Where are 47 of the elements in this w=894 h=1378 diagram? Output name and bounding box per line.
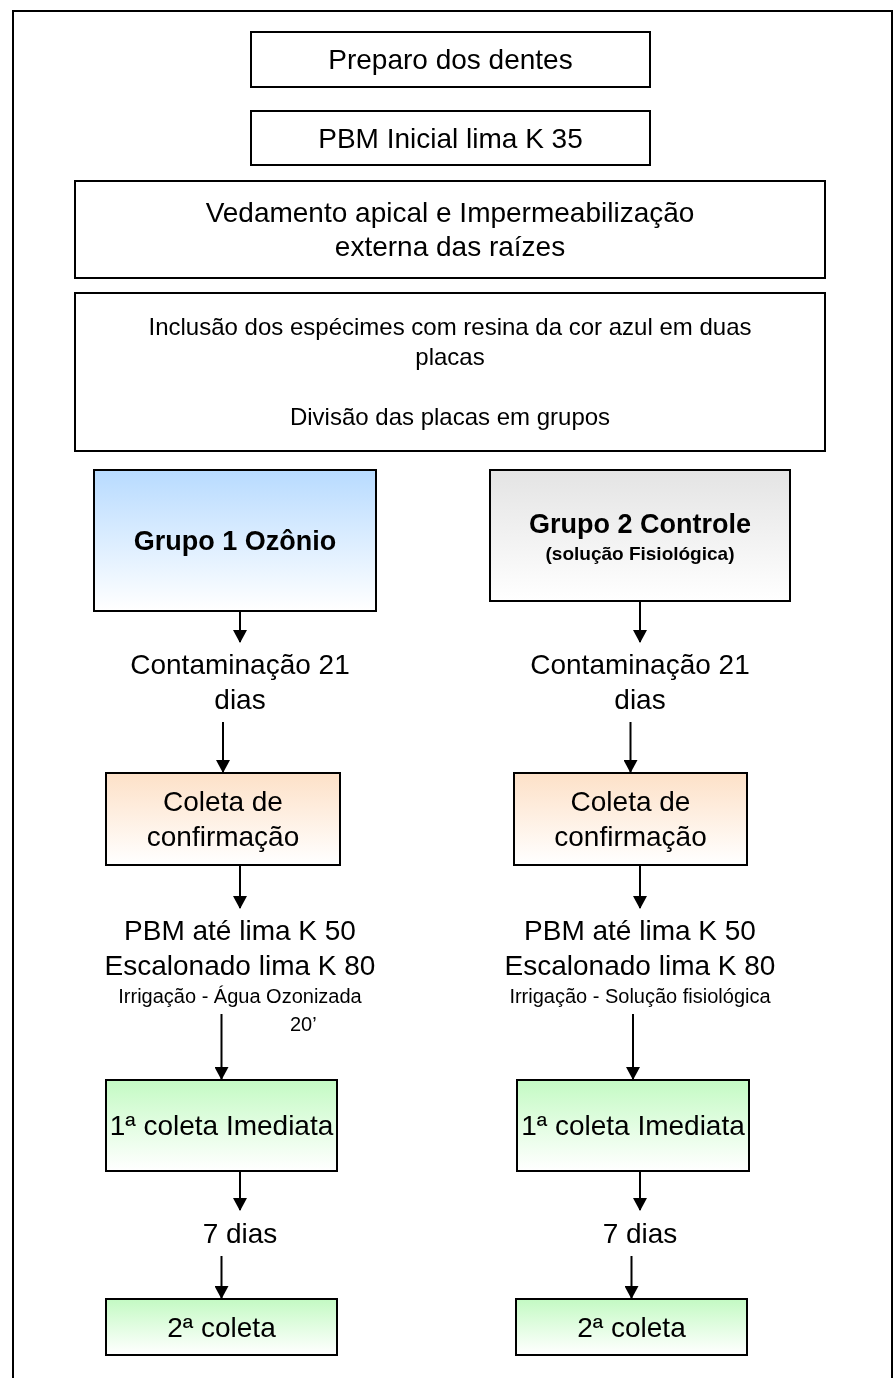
arrow [624, 1255, 639, 1299]
duration-label: 20’ [290, 1012, 317, 1036]
process-box [250, 110, 651, 166]
node-label: 1ª coleta Imediata [109, 1109, 334, 1143]
node-note: (solução Fisiológica) [545, 541, 735, 566]
node-label: 2ª coleta [167, 1310, 276, 1345]
node-label: Grupo 1 Ozônio [133, 524, 337, 558]
node-label: Grupo 2 Controle [529, 507, 751, 541]
node-label: 7 dias [602, 1216, 678, 1251]
process-box [515, 1298, 748, 1356]
group-box [489, 469, 791, 602]
arrow [623, 721, 638, 773]
process-box [105, 1298, 338, 1356]
arrow [633, 1171, 647, 1211]
node-label: Coleta de confirmação [553, 785, 708, 854]
arrow [633, 865, 647, 909]
node-label: PBM Inicial lima K 35 [318, 121, 583, 156]
node-label: Preparo dos dentes [328, 43, 573, 77]
process-box [250, 31, 651, 88]
arrow [626, 1013, 640, 1080]
node-label: PBM até lima K 50 Escalonado lima K 80 [503, 914, 777, 983]
node-label: Coleta de confirmação [145, 785, 301, 854]
process-box [105, 1079, 338, 1172]
node-label: Contaminação 21 dias [129, 648, 351, 717]
node-label: 7 dias [202, 1216, 278, 1251]
process-box [74, 180, 826, 279]
arrow [233, 611, 247, 643]
process-box [74, 292, 826, 452]
node-note: Irrigação - Solução fisiológica [509, 984, 771, 1009]
process-box [513, 772, 748, 866]
node-label: 1ª coleta Imediata [521, 1109, 745, 1143]
node-label: Contaminação 21 dias [529, 648, 751, 717]
arrow [216, 721, 230, 773]
node-label: PBM até lima K 50 Escalonado lima K 80 [103, 914, 377, 983]
group-box [93, 469, 377, 612]
process-box [516, 1079, 750, 1172]
arrow [214, 1013, 229, 1080]
node-note: Divisão das placas em grupos [289, 402, 611, 432]
node-label: Inclusão dos espécimes com resina da cor azul em duas placas [147, 312, 753, 372]
node-label: Vedamento apical e Impermeabilização externa das raízes [204, 195, 696, 264]
arrow [214, 1255, 229, 1299]
process-box [105, 772, 341, 866]
node-note: Irrigação - Água Ozonizada [118, 984, 362, 1009]
arrow [633, 601, 647, 643]
arrow [233, 865, 247, 909]
node-label: 2ª coleta [577, 1310, 686, 1345]
arrow [233, 1171, 247, 1211]
